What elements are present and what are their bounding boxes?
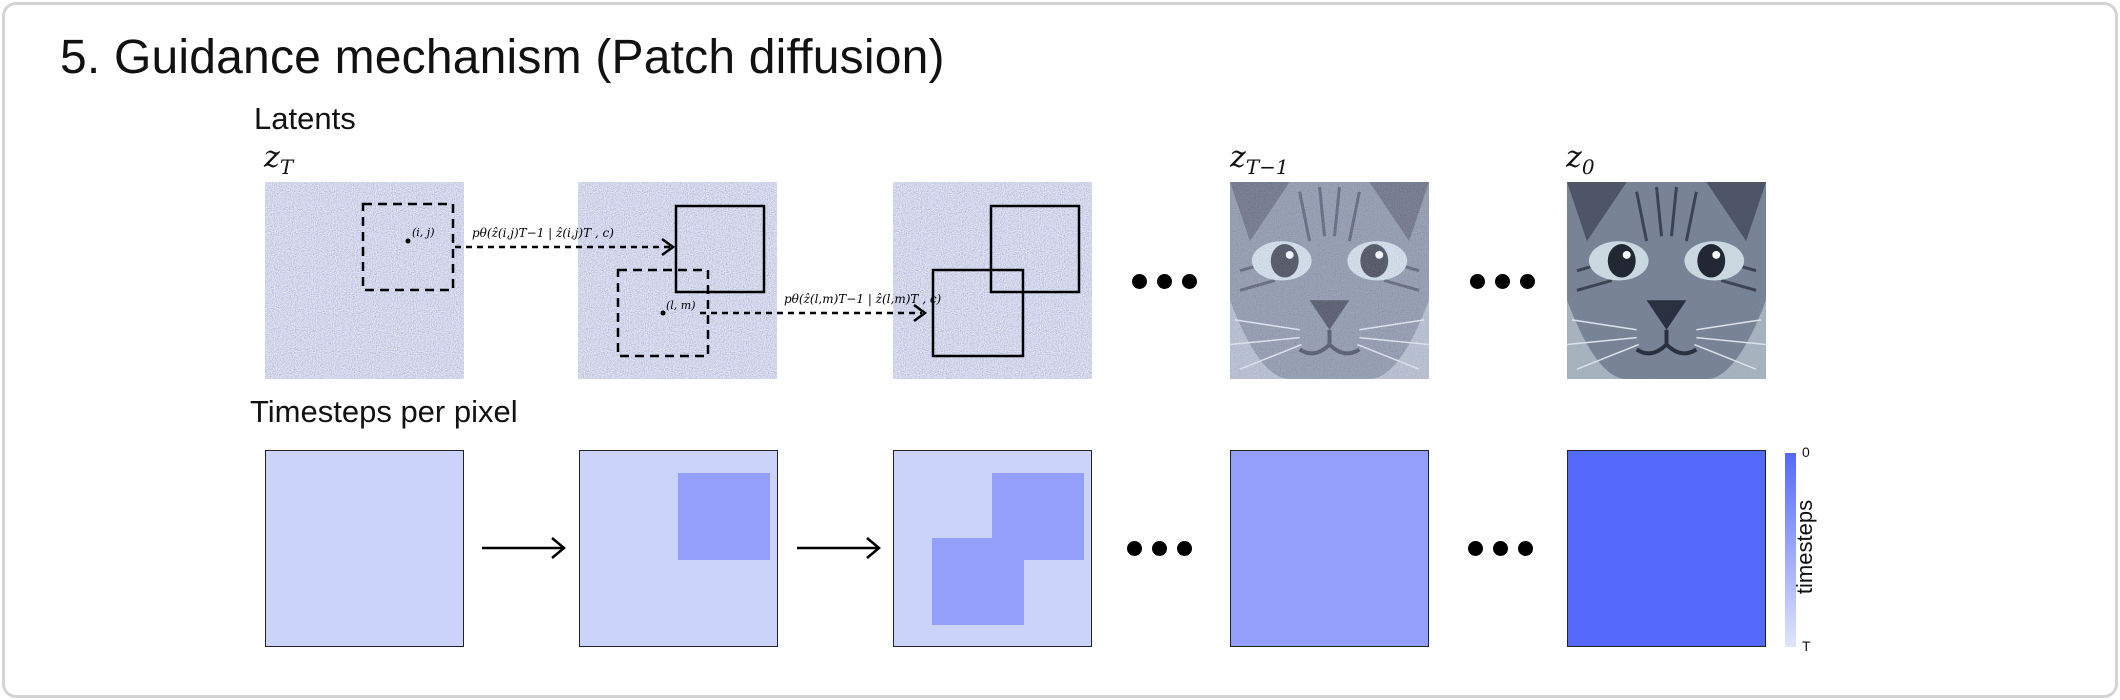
transition-arrow-2 bbox=[700, 303, 928, 323]
coord-ij-label: (i, j) bbox=[412, 226, 435, 239]
transition-label-1: pθ(ẑ(i,j)T−1 | ẑ(i,j)T , c) bbox=[472, 226, 614, 240]
z-0-label: z0 bbox=[1566, 140, 1595, 179]
z-T-label: zT bbox=[264, 140, 294, 179]
colorbar-label: timesteps bbox=[1792, 499, 1818, 595]
colorbar bbox=[1785, 453, 1796, 647]
patch-ij-box bbox=[361, 202, 455, 292]
ellipsis-top-2 bbox=[1470, 274, 1545, 289]
transition-label-2: pθ(ẑ(l,m)T−1 | ẑ(l,m)T , c) bbox=[784, 292, 942, 306]
transition-arrow-1 bbox=[455, 237, 676, 257]
timestep-patch-lm bbox=[932, 538, 1024, 625]
latent-tile-2 bbox=[578, 182, 777, 379]
timestep-arrow-1 bbox=[482, 537, 566, 559]
timestep-tile-1 bbox=[265, 450, 464, 647]
latent-tile-3 bbox=[893, 182, 1092, 379]
latent-zT-tile bbox=[265, 182, 464, 379]
figure-title: 5. Guidance mechanism (Patch diffusion) bbox=[60, 31, 945, 84]
ellipsis-bottom-1 bbox=[1127, 541, 1202, 556]
latent-z0-tile bbox=[1567, 182, 1766, 379]
timestep-tile-3 bbox=[893, 450, 1092, 647]
colorbar-bottom-tick: T bbox=[1802, 638, 1811, 654]
timestep-tile-4 bbox=[1230, 450, 1429, 647]
patch-ij-box-solid bbox=[674, 204, 766, 294]
latents-label: Latents bbox=[254, 101, 356, 136]
ellipsis-top-1 bbox=[1132, 274, 1207, 289]
ellipsis-bottom-2 bbox=[1468, 541, 1543, 556]
coord-lm-label: (l, m) bbox=[666, 299, 696, 312]
timestep-arrow-2 bbox=[797, 537, 881, 559]
patch-lm-box bbox=[616, 268, 710, 358]
timestep-tile-2 bbox=[579, 450, 778, 647]
timesteps-label: Timesteps per pixel bbox=[250, 394, 518, 429]
timestep-patch-ij bbox=[678, 473, 770, 560]
latent-zT-1-tile bbox=[1230, 182, 1429, 379]
timestep-tile-5 bbox=[1567, 450, 1766, 647]
colorbar-top-tick: 0 bbox=[1802, 444, 1810, 460]
z-T-minus-1-label: zT−1 bbox=[1230, 140, 1289, 179]
